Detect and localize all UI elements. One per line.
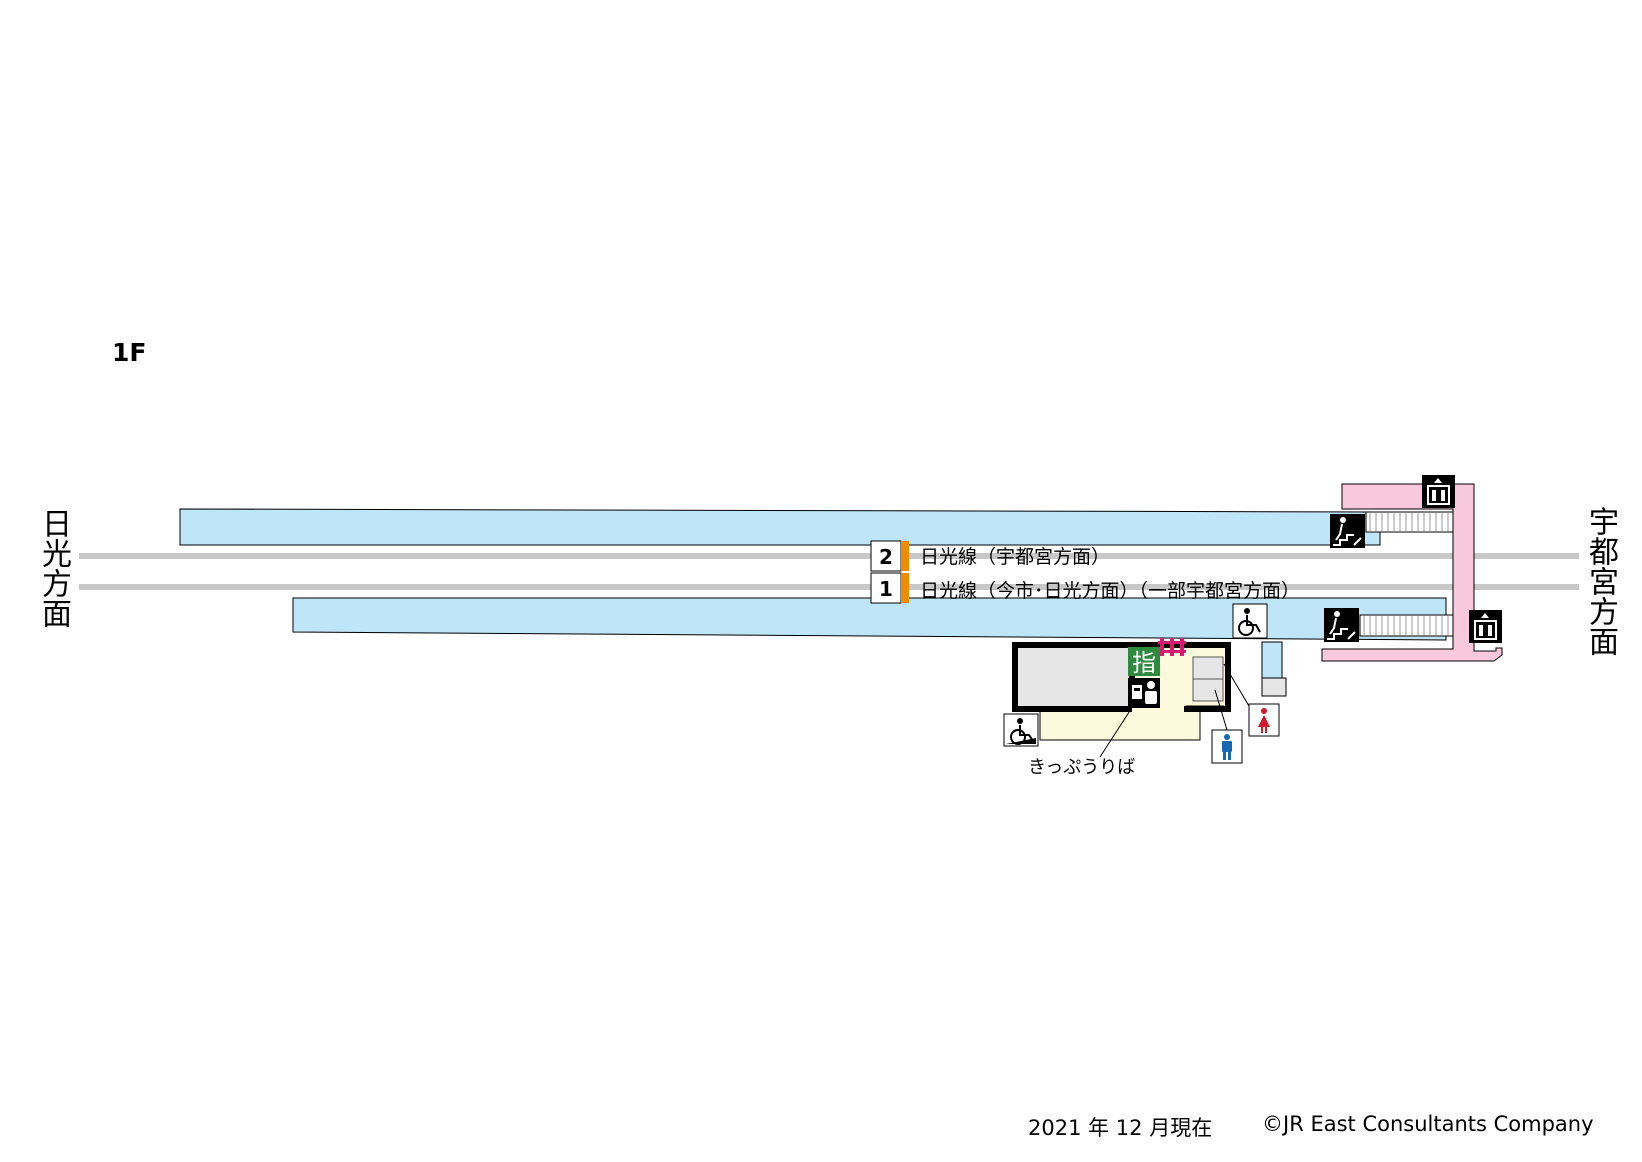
reserved-seat-sign: 指 <box>1132 649 1156 677</box>
restroom-stall-lower <box>1192 678 1224 702</box>
track-2-marker: 2 <box>870 540 909 572</box>
stairs-upper <box>1365 511 1454 533</box>
stairs-lower <box>1359 614 1454 637</box>
restroom-stall-upper <box>1192 656 1224 680</box>
stairs-lower-icon <box>1324 608 1359 642</box>
ticket-area-leader <box>1099 705 1134 758</box>
track-1-label: 日光線（今市･日光方面）（一部宇都宮方面） <box>920 580 1301 602</box>
track-2-number: 2 <box>879 545 893 569</box>
footer-copyright: ©JR East Consultants Company <box>1262 1112 1594 1136</box>
platform-lower <box>292 597 1447 641</box>
track-1-marker: 1 <box>870 572 909 604</box>
wheelchair-icon <box>1232 603 1268 639</box>
track-2-label: 日光線（宇都宮方面） <box>920 546 1111 568</box>
male-restroom-icon <box>1211 689 1243 764</box>
ticket-gate-icon <box>1158 638 1186 656</box>
slope-icon <box>1003 713 1039 747</box>
ticket-concourse <box>1039 707 1201 741</box>
direction-left-label: 日光方面 <box>36 508 71 628</box>
station-office <box>1012 642 1135 712</box>
platform-small-room <box>1261 677 1287 697</box>
track-1-number: 1 <box>879 577 893 601</box>
floor-label: 1F <box>112 338 147 367</box>
reserved-seat-sign-bg <box>1128 647 1160 676</box>
elevator-lower-icon <box>1469 610 1502 643</box>
platform-upper <box>179 508 1381 546</box>
track-1-rail <box>79 584 1579 590</box>
elevator-icon <box>1422 475 1455 508</box>
stairs-icon <box>1330 514 1365 548</box>
ticket-counter-icon <box>1128 678 1160 708</box>
station-building <box>1012 642 1231 741</box>
rail-tracks <box>79 553 1579 590</box>
track-2-rail <box>79 553 1579 559</box>
direction-right-label: 宇都宮方面 <box>1583 506 1618 656</box>
female-restroom-icon <box>1223 663 1280 737</box>
ticket-area-label: きっぷうりば <box>1028 757 1136 778</box>
footer-date: 2021 年 12 月現在 <box>1028 1116 1213 1140</box>
concourse-gap <box>1132 705 1184 713</box>
